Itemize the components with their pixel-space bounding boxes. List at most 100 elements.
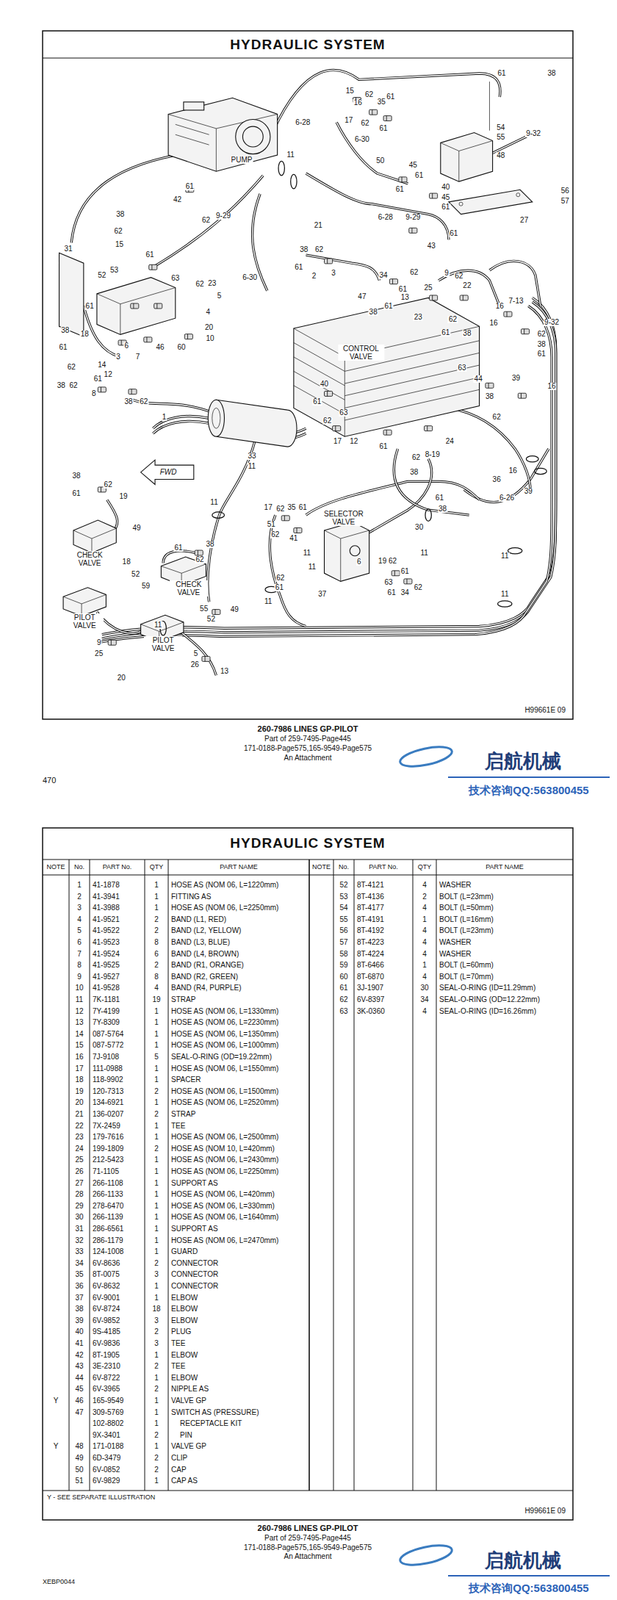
item-number: 9	[77, 971, 82, 980]
callout-number: 61	[385, 93, 396, 101]
quantity: 4	[422, 1006, 427, 1015]
callout-number: 62	[359, 119, 370, 128]
guard-drawing	[212, 407, 221, 429]
callout-number: 11	[419, 549, 429, 557]
strap-band	[525, 456, 539, 463]
pilot-valve-drawing	[63, 587, 106, 617]
pump-drawing	[242, 126, 263, 147]
callout-number: 6	[356, 558, 363, 566]
figure-code: H99661E 09	[524, 1506, 566, 1515]
part-name: HOSE AS (NOM 06, L=2470mm)	[171, 1235, 279, 1244]
forward-arrow	[141, 459, 194, 485]
hose	[369, 459, 432, 533]
hose	[273, 69, 501, 131]
callout-number: 26	[190, 661, 200, 669]
strap-band	[425, 509, 432, 522]
control-valve-drawing	[293, 326, 480, 437]
fitting	[485, 382, 494, 388]
pump-drawing	[183, 102, 205, 111]
quantity: 1	[154, 1224, 159, 1233]
item-number: 20	[74, 1098, 84, 1107]
part-name: BOLT (L=50mm)	[439, 903, 494, 912]
hose	[306, 173, 449, 240]
item-number: 11	[75, 995, 84, 1004]
callout-number: 33	[246, 452, 257, 460]
callout-number: 50	[375, 157, 385, 165]
item-number: 52	[339, 880, 348, 889]
figure-code: H99661E 09	[524, 705, 566, 714]
item-number: 42	[74, 1350, 84, 1359]
quantity: 1	[154, 1372, 159, 1381]
part-name: BOLT (L=23mm)	[439, 891, 494, 900]
part-number: 6V-8724	[92, 1304, 120, 1313]
item-number: 25	[74, 1155, 84, 1164]
caption-line: Part of 259-7495-Page445	[264, 1533, 352, 1542]
item-number: 23	[74, 1132, 84, 1141]
callout-number: 38	[462, 329, 472, 338]
part-name: CONNECTOR	[171, 1258, 219, 1267]
document-code: XEBP0044	[42, 1578, 75, 1586]
part-name: BAND (R2, GREEN)	[171, 971, 238, 980]
quantity: 30	[420, 983, 429, 992]
hose	[369, 459, 432, 533]
callout-number: 61	[71, 489, 82, 498]
callout-number: 61	[58, 343, 69, 352]
quantity: 2	[154, 1453, 159, 1462]
caption-line: Part of 259-7495-Page445	[264, 734, 352, 743]
pump-drawing	[235, 118, 271, 154]
part-name: SEAL-O-RING (OD=19.22mm)	[171, 1052, 272, 1061]
part-number: 6V-9852	[92, 1315, 120, 1324]
hose	[336, 122, 408, 184]
page-frames	[42, 30, 573, 1520]
page-frames	[354, 859, 355, 1491]
callout-number: 59	[141, 582, 151, 590]
callout-number: 34	[400, 589, 410, 597]
hose	[96, 611, 143, 634]
fitting	[149, 264, 158, 270]
item-number: 34	[74, 1258, 84, 1267]
valve-block-drawing	[459, 201, 463, 206]
item-number: 30	[74, 1212, 84, 1221]
fitting	[403, 578, 413, 584]
callout-number: 18	[121, 558, 132, 566]
table-note: Y - SEE SEPARATE ILLUSTRATION	[47, 1494, 155, 1502]
part-number: 212-5423	[92, 1155, 124, 1164]
hose	[393, 448, 469, 515]
item-number: 8	[77, 960, 82, 969]
callout-number: 38	[123, 398, 133, 406]
check-valve-drawing	[73, 520, 117, 553]
callout-number: 41	[288, 534, 299, 543]
part-number: 3J-1907	[356, 983, 384, 992]
callout-number: 16	[488, 319, 499, 327]
callout-number: 6-30	[354, 135, 371, 144]
part-name: ELBOW	[171, 1292, 198, 1301]
hose	[152, 175, 263, 268]
guard-drawing	[207, 399, 297, 447]
callout-number: 61	[185, 182, 195, 191]
callout-number: 48	[495, 152, 506, 160]
part-number: 8T-6466	[356, 960, 385, 969]
strap-band	[212, 511, 225, 518]
hose	[464, 448, 549, 503]
watermark: 技术咨询QQ:563800455	[468, 784, 589, 797]
callout-number: 5	[193, 650, 200, 658]
callout-number: 57	[560, 197, 570, 205]
callout-number: 17	[343, 116, 354, 125]
quantity: 1	[154, 1247, 159, 1256]
part-number: 124-1008	[92, 1247, 124, 1256]
hose	[102, 297, 557, 634]
quantity: 4	[422, 903, 427, 912]
item-number: 16	[74, 1052, 84, 1061]
part-name: ELBOW	[171, 1350, 198, 1359]
callout-number: 11	[285, 151, 295, 159]
part-name: GUARD	[171, 1247, 198, 1256]
quantity: 2	[422, 891, 427, 900]
fitting	[517, 392, 526, 399]
part-name: WASHER	[439, 949, 472, 958]
item-number: 37	[74, 1292, 84, 1301]
item-number: 13	[74, 1018, 84, 1027]
item-number: 32	[74, 1235, 84, 1244]
callout-number: 5	[216, 292, 223, 300]
callout-number: 10	[204, 334, 215, 343]
column-header: QTY	[417, 863, 432, 872]
